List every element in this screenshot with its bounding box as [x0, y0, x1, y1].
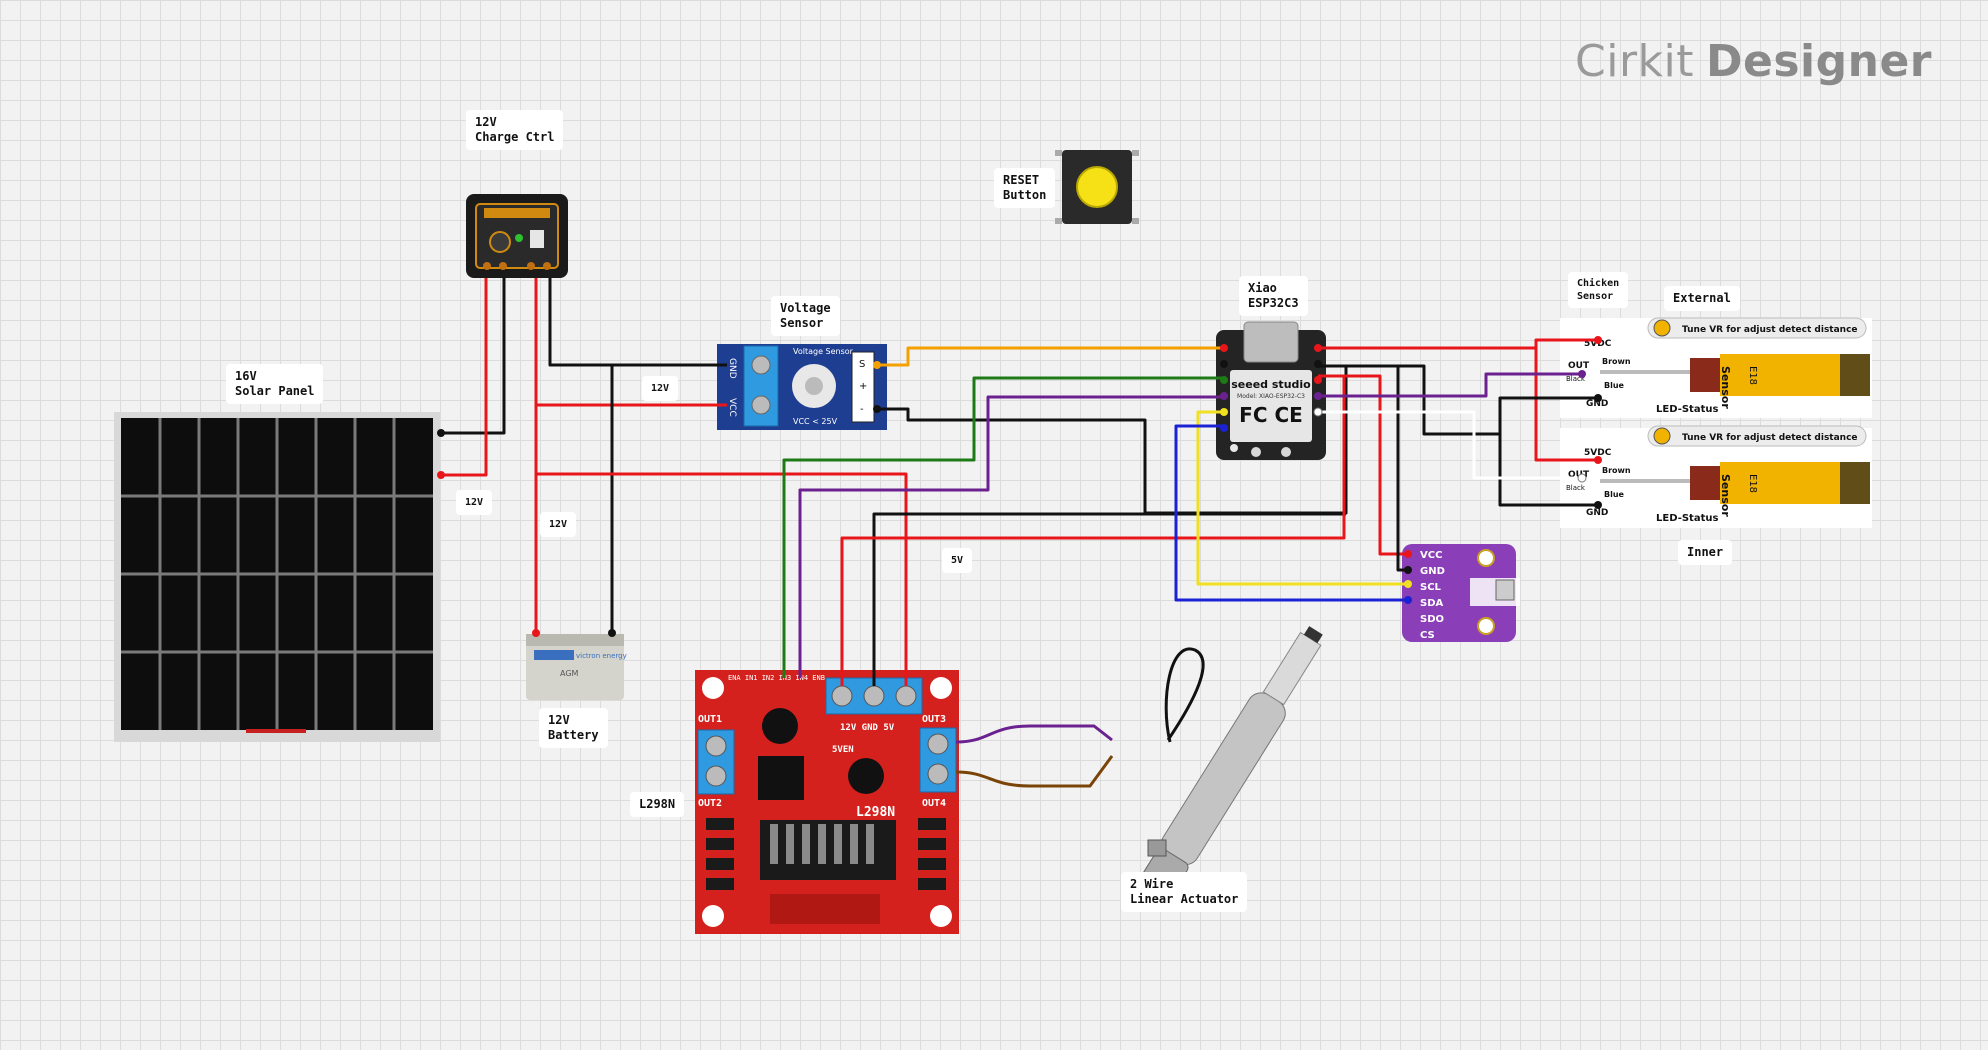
label-xiao: Xiao ESP32C3: [1239, 276, 1308, 316]
vs-pin-plus: +: [859, 381, 867, 392]
prox-ext-black: Black: [1566, 375, 1586, 383]
vs-pin-vcc: VCC: [727, 398, 737, 417]
prox-ext-blue: Blue: [1604, 381, 1625, 390]
battery[interactable]: victron energy AGM: [526, 634, 627, 700]
wire-solar-pos: [441, 278, 488, 477]
l298n-driver[interactable]: ENA IN1 IN2 IN3 IN4 ENB 12V GND 5V 5VEN …: [695, 670, 959, 934]
wire-prox-out-in: [1318, 410, 1582, 480]
prox-sensor-inner[interactable]: Tune VR for adjust detect distance Senso…: [1560, 425, 1872, 528]
wire-bme-scl: [1196, 410, 1408, 586]
prox-ext-gnd: GND: [1586, 399, 1608, 409]
prox-ext-brown: Brown: [1602, 357, 1631, 366]
l298n-out4: OUT4: [922, 798, 946, 809]
wire-bme-vcc: [1318, 374, 1408, 556]
prox-in-brown: Brown: [1602, 466, 1631, 475]
bme-pin-cs: CS: [1420, 630, 1435, 641]
label-wire-12v-sensor: 12V: [642, 376, 679, 401]
vs-note: VCC < 25V: [793, 417, 838, 426]
label-l298n: L298N: [630, 792, 685, 817]
l298n-out1: OUT1: [698, 714, 722, 725]
prox-ext-status: LED-Status: [1656, 404, 1718, 415]
label-actuator: 2 Wire Linear Actuator: [1121, 872, 1248, 912]
brand-name: Cirkit: [1575, 36, 1694, 87]
brand-product: Designer: [1706, 36, 1932, 87]
prox-in-blue: Blue: [1604, 490, 1625, 499]
bme-pin-gnd: GND: [1420, 566, 1445, 577]
prox-in-body: Sensor: [1719, 474, 1732, 517]
bme-pin-scl: SCL: [1420, 582, 1442, 593]
l298n-out3: OUT3: [922, 714, 946, 725]
prox-in-model: E18: [1747, 474, 1758, 493]
prox-sensor-external[interactable]: Tune VR for adjust detect distance Senso…: [1560, 317, 1872, 418]
bme-pin-sdo: SDO: [1420, 614, 1444, 625]
label-wire-5v: 5V: [942, 548, 973, 573]
wire-l298n-gnd: [872, 512, 1346, 686]
linear-actuator[interactable]: [1135, 620, 1333, 904]
wire-prox-5v-in: [1534, 348, 1598, 462]
wire-xiao-purple: [798, 395, 1224, 678]
bme-pin-vcc: VCC: [1420, 550, 1442, 561]
wire-cc-vcc-vs: [534, 278, 727, 407]
l298n-out2: OUT2: [698, 798, 722, 809]
l298n-en: 5VEN: [832, 745, 854, 755]
wire-bme-sda: [1174, 424, 1408, 602]
xiao-brand: seeed studio: [1231, 378, 1311, 391]
l298n-header: ENA IN1 IN2 IN3 IN4 ENB: [728, 674, 825, 682]
label-solar-panel: 16V Solar Panel: [226, 364, 324, 404]
vs-title: Voltage Sensor: [793, 347, 854, 356]
xiao-esp32c3[interactable]: seeed studio Model: XIAO-ESP32-C3 FC CE: [1216, 321, 1326, 460]
wire-prox-5v-ext: [1318, 338, 1598, 350]
xiao-model: Model: XIAO-ESP32-C3: [1237, 393, 1305, 400]
label-wire-12v-solar: 12V: [456, 490, 493, 515]
label-charge-ctrl: 12V Charge Ctrl: [466, 110, 564, 150]
charge-controller[interactable]: [466, 194, 568, 278]
wire-prox-gnd-in: [1498, 434, 1598, 507]
l298n-power: 12V GND 5V: [840, 723, 895, 733]
wire-actuator-a: [955, 724, 1113, 744]
wire-cc-gnd-vs: [548, 278, 727, 367]
battery-brand: victron energy: [576, 652, 627, 660]
prox-in-status: LED-Status: [1656, 513, 1718, 524]
vs-pin-s: S: [859, 359, 865, 370]
wire-prox-out-ext: [1318, 372, 1582, 398]
prox-in-note: Tune VR for adjust detect distance: [1682, 433, 1858, 443]
wire-cc-batt-neg: [550, 363, 614, 633]
wire-solar-neg: [441, 278, 506, 435]
prox-in-5v: 5VDC: [1584, 448, 1612, 458]
voltage-sensor[interactable]: Voltage Sensor VCC < 25V S + - GND VCC: [717, 344, 887, 430]
wire-12v-l298n: [536, 472, 908, 686]
prox-ext-5v: 5VDC: [1584, 339, 1612, 349]
wire-xiao-green: [782, 376, 1224, 678]
vs-pin-gnd: GND: [727, 358, 737, 379]
label-battery: 12V Battery: [539, 708, 608, 748]
prox-in-gnd: GND: [1586, 508, 1608, 518]
prox-ext-note: Tune VR for adjust detect distance: [1682, 325, 1858, 335]
battery-model: AGM: [560, 669, 579, 678]
xiao-cert: FC CE: [1239, 403, 1303, 427]
pin-dots: [437, 336, 1602, 637]
prox-ext-out: OUT: [1568, 361, 1590, 371]
label-reset-button: RESET Button: [994, 168, 1056, 208]
bme-sensor[interactable]: VCC GND SCL SDA SDO CS: [1402, 544, 1520, 642]
label-chicken-sensor: Chicken Sensor: [1568, 272, 1629, 308]
l298n-chip: L298N: [856, 805, 895, 820]
wire-vs-signal: [877, 346, 1224, 367]
prox-ext-model: E18: [1747, 366, 1758, 385]
label-voltage-sensor: Voltage Sensor: [771, 296, 840, 336]
prox-in-black: Black: [1566, 484, 1586, 492]
reset-button[interactable]: [1055, 150, 1139, 224]
label-inner: Inner: [1678, 540, 1733, 565]
wire-actuator-b: [955, 755, 1114, 788]
label-external: External: [1664, 286, 1740, 311]
prox-ext-body: Sensor: [1719, 366, 1732, 409]
label-wire-12v-battery: 12V: [540, 512, 577, 537]
solar-panel[interactable]: [114, 412, 440, 742]
vs-pin-minus: -: [860, 404, 864, 415]
bme-pin-sda: SDA: [1420, 598, 1444, 609]
wire-prox-gnd: [1318, 364, 1598, 436]
